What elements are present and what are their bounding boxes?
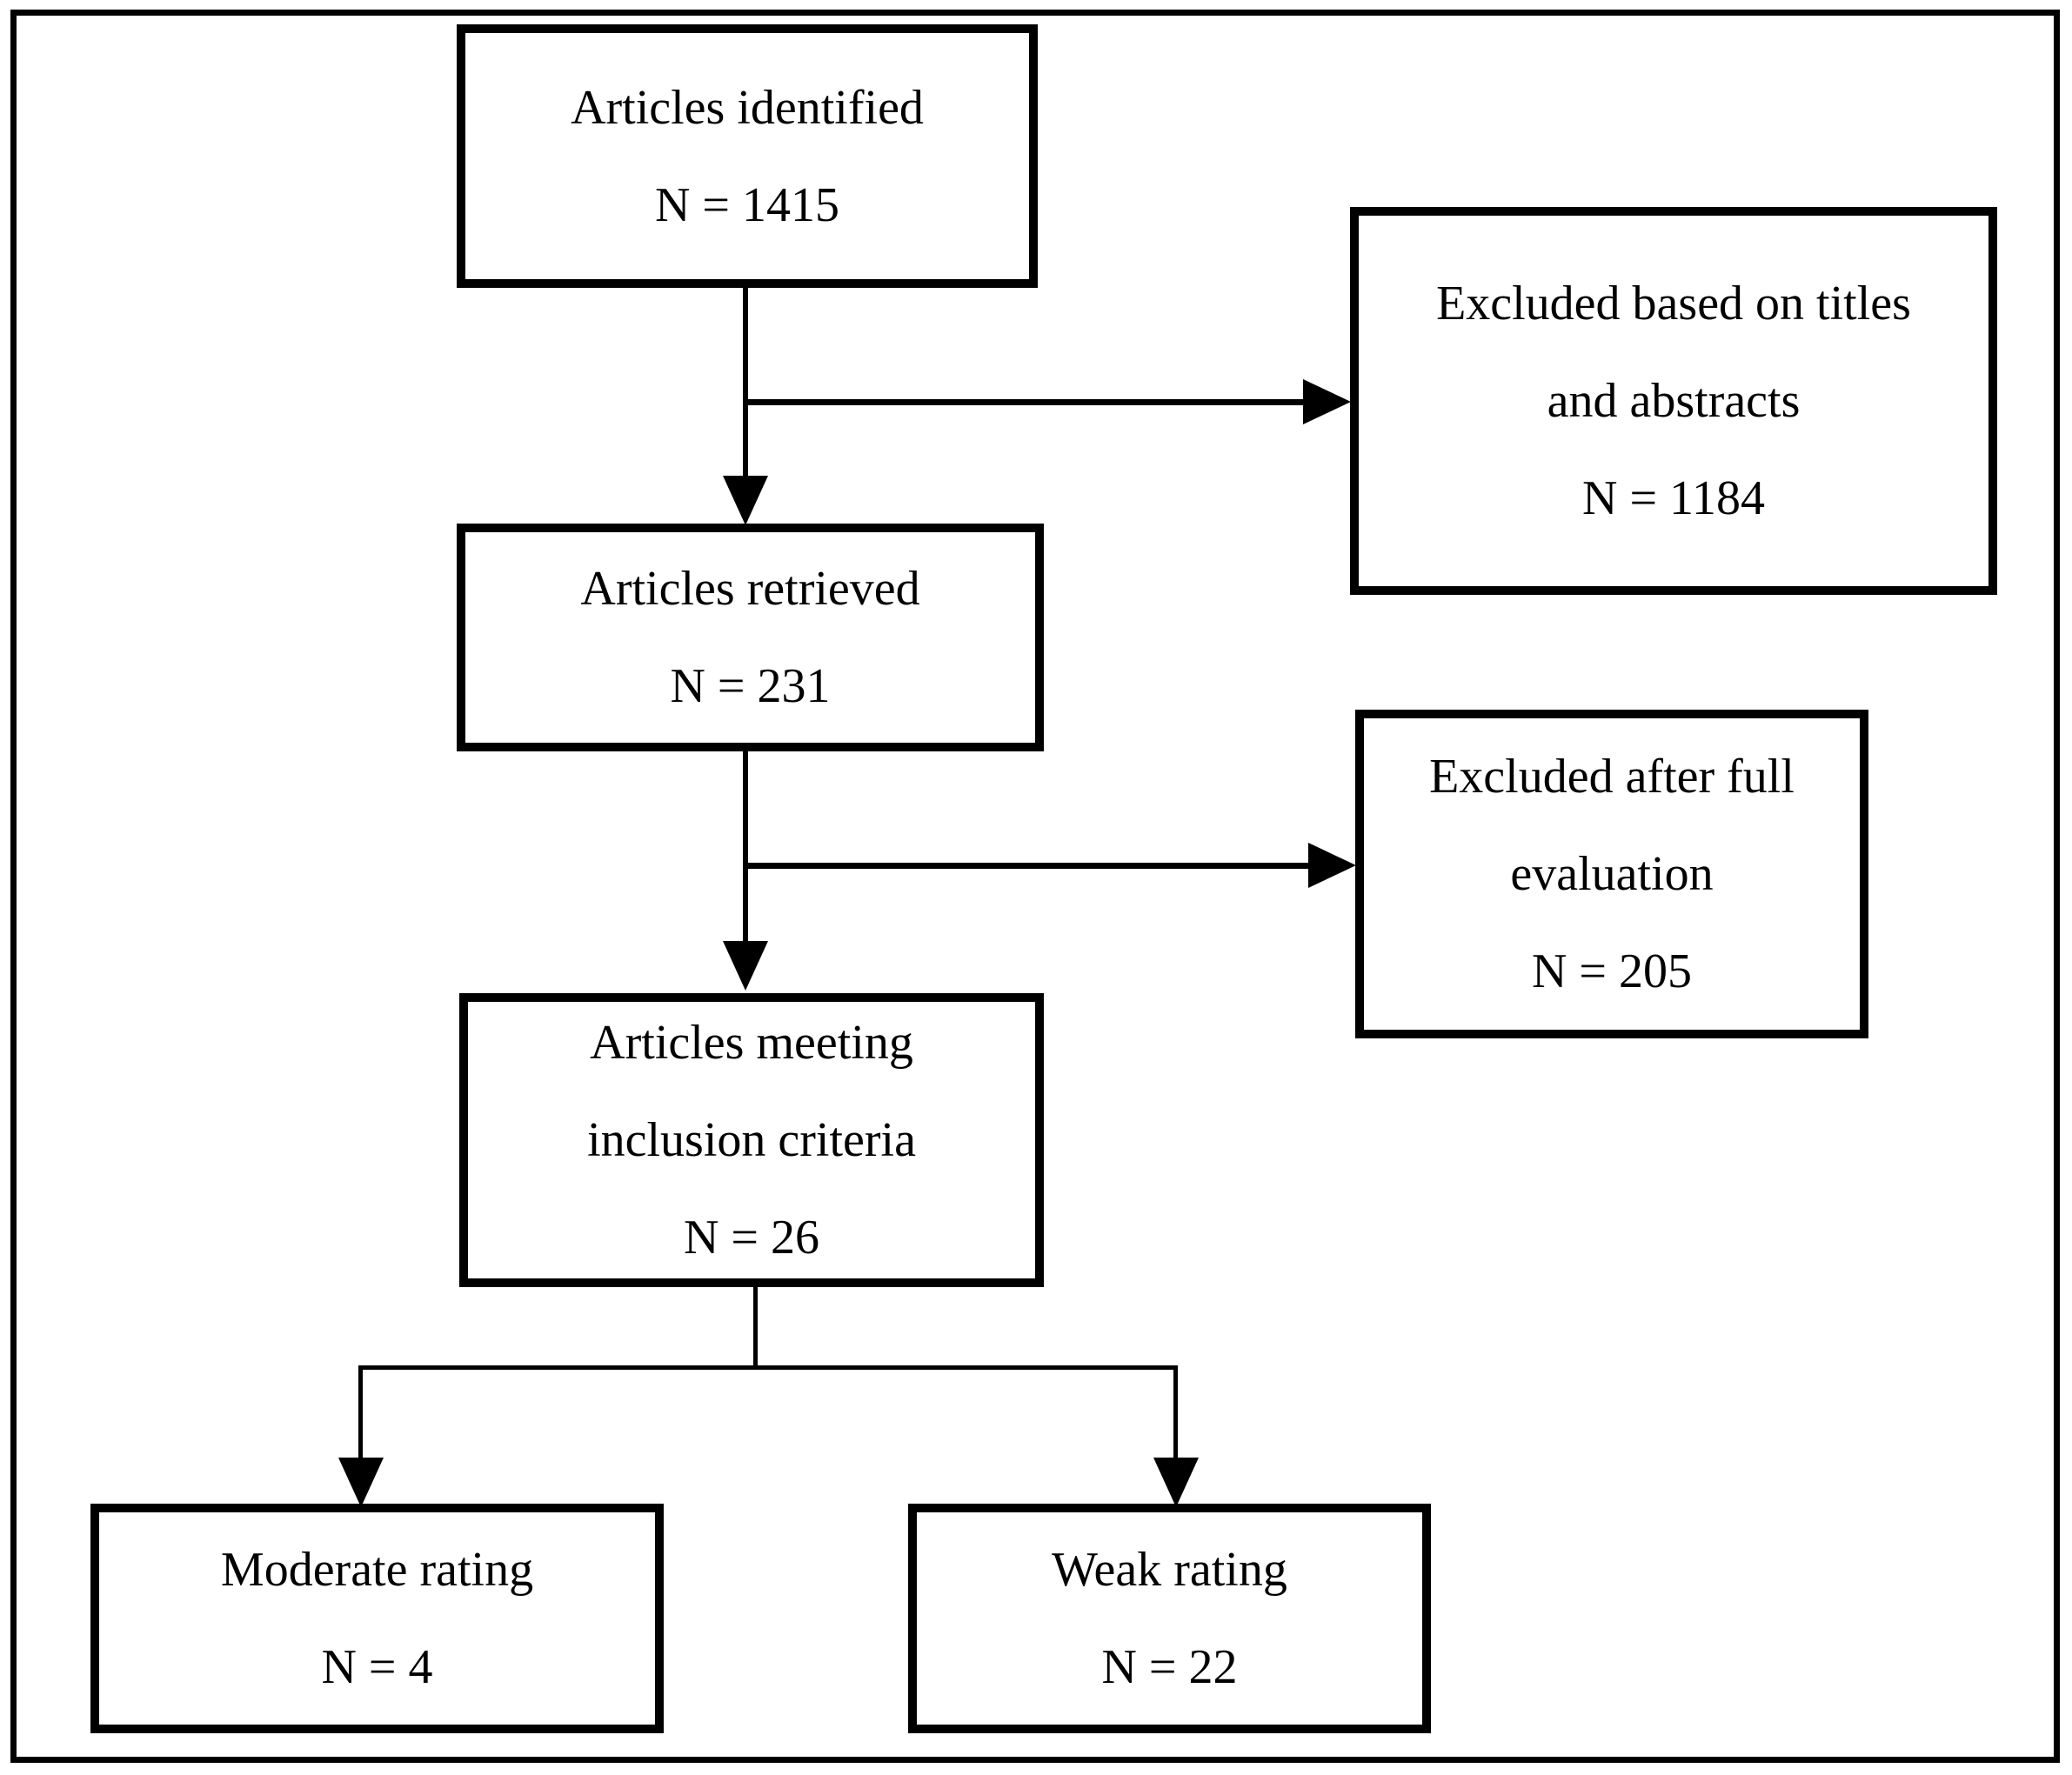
arrow-identified-to-retrieved-line <box>743 287 748 477</box>
node-label: Excluded after full evaluation <box>1429 750 1795 901</box>
node-count: N = 1184 <box>1582 471 1765 525</box>
page-border <box>10 10 2060 1763</box>
arrow-to-excluded-full-head <box>1308 843 1356 888</box>
node-label: Moderate rating <box>220 1543 534 1597</box>
arrow-to-excluded-titles-head <box>1303 379 1351 424</box>
node-articles-retrieved: Articles retrieved N = 231 <box>457 524 1044 751</box>
node-count: N = 205 <box>1531 944 1693 998</box>
node-excluded-full-evaluation: Excluded after full evaluation N = 205 <box>1355 710 1868 1038</box>
branch-stem-line <box>753 1285 758 1369</box>
node-excluded-titles-abstracts: Excluded based on titles and abstracts N… <box>1350 207 1997 595</box>
node-articles-identified: Articles identified N = 1415 <box>457 24 1038 288</box>
arrow-to-excluded-full-line <box>745 863 1311 869</box>
arrow-retrieved-to-inclusion-head <box>723 941 768 991</box>
node-label: Excluded based on titles and abstracts <box>1436 277 1911 428</box>
arrow-retrieved-to-inclusion-line <box>743 751 748 941</box>
branch-right-line <box>1173 1365 1178 1461</box>
arrow-to-moderate-head <box>338 1458 384 1507</box>
node-moderate-rating: Moderate rating N = 4 <box>90 1504 664 1733</box>
node-count: N = 1415 <box>654 177 840 232</box>
branch-left-line <box>358 1365 363 1461</box>
node-count: N = 26 <box>683 1211 820 1265</box>
node-articles-meeting-inclusion: Articles meeting inclusion criteria N = … <box>459 993 1044 1287</box>
node-label: Articles identified <box>571 80 924 135</box>
node-label: Articles retrieved <box>580 562 920 616</box>
branch-horizontal-line <box>358 1365 1178 1370</box>
arrow-to-excluded-titles-line <box>745 399 1307 405</box>
node-count: N = 231 <box>670 659 831 713</box>
node-count: N = 4 <box>321 1640 433 1694</box>
arrow-identified-to-retrieved-head <box>723 476 768 525</box>
node-label: Weak rating <box>1052 1543 1287 1597</box>
node-count: N = 22 <box>1101 1640 1238 1694</box>
arrow-to-weak-head <box>1153 1458 1199 1507</box>
node-weak-rating: Weak rating N = 22 <box>908 1504 1431 1733</box>
node-label: Articles meeting inclusion criteria <box>587 1016 916 1167</box>
